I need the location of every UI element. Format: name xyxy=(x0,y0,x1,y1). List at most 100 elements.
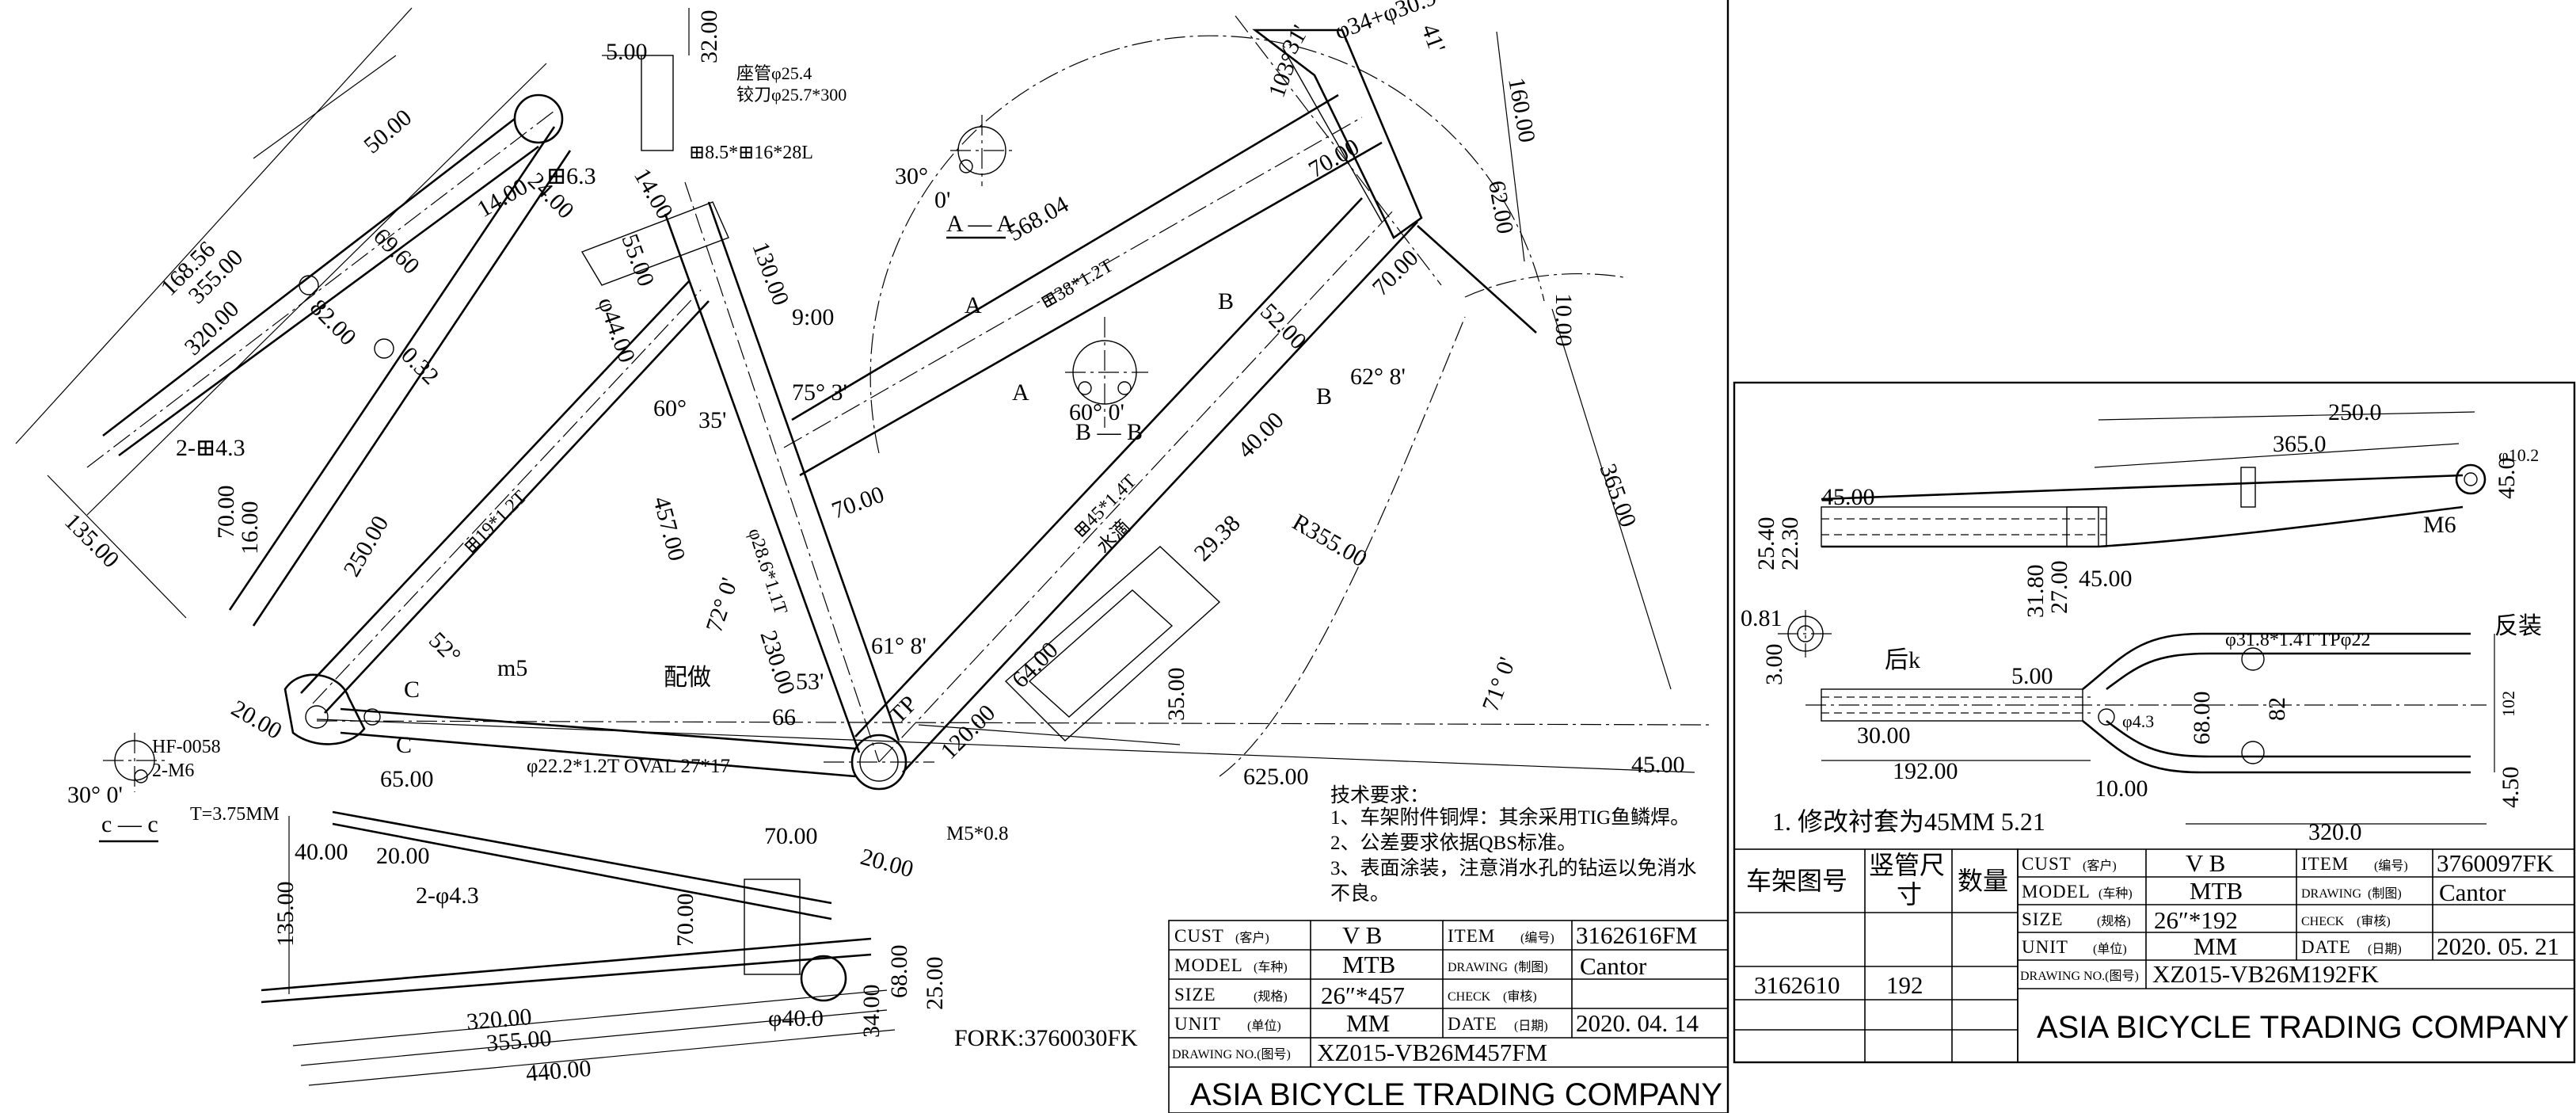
dim-70-c: 70.00 xyxy=(1304,134,1364,183)
parts-header-steerer-1: 竖管尺 xyxy=(1869,851,1945,879)
dim-20: 20.00 xyxy=(227,695,287,744)
fork-dim-45-a: 45.00 xyxy=(1821,484,1875,510)
bottle-cage-bracket xyxy=(1004,546,1221,741)
ftb-unit-value: MM xyxy=(2194,932,2237,960)
fork-label-m6: M6 xyxy=(2423,512,2456,538)
dim-34: 34.00 xyxy=(858,985,885,1039)
section-a-marker-2: A xyxy=(1012,379,1029,406)
ftb-unit-cn: (单位) xyxy=(2093,942,2127,956)
seat-stays xyxy=(300,280,710,714)
dim-16: 16.00 xyxy=(237,501,263,555)
label-m5: m5 xyxy=(497,655,527,681)
parts-header-frame-no: 车架图号 xyxy=(1746,867,1847,895)
dim-45: 45.00 xyxy=(1631,752,1685,778)
seat-post-detail xyxy=(602,8,690,151)
tb-cust-value: V B xyxy=(1342,921,1382,949)
ftb-date-label: DATE xyxy=(2301,937,2351,957)
ftb-cust-value: V B xyxy=(2186,849,2225,877)
tb-check-cn: (审核) xyxy=(1503,989,1537,1004)
dim-120: 120.00 xyxy=(936,699,1001,764)
ftb-check-label: CHECK xyxy=(2301,915,2345,928)
label-2-m6: 2-M6 xyxy=(152,760,194,781)
dim-440: 440.00 xyxy=(525,1055,592,1087)
fork-dim-dia-4-3: φ4.3 xyxy=(2122,711,2154,731)
dim-20-b: 20.00 xyxy=(376,843,430,869)
tube-spec-28-6: φ28.6*1.1T xyxy=(744,526,791,617)
tube-spec-38: ⊞38*1.2T xyxy=(1037,255,1117,313)
fork-dim-82: 82 xyxy=(2264,697,2290,721)
tube-spec-oval: φ22.2*1.2T OVAL 27*17 xyxy=(527,756,730,777)
ftb-item-value: 3760097FK xyxy=(2437,849,2555,877)
ftb-date-cn: (日期) xyxy=(2368,942,2402,956)
section-b-b-title: B — B xyxy=(1075,419,1143,445)
angle-60: 60° xyxy=(653,395,687,421)
fork-top-view xyxy=(1821,411,2487,548)
section-c-marker-1: C xyxy=(404,677,420,703)
frame-title-block: CUST (客户) V B ITEM (编号) 3162616FM MODEL … xyxy=(1168,920,1729,1113)
notes-line-1: 1、车架附件铜焊：其余采用TIG鱼鳞焊。 xyxy=(1330,806,1690,829)
dim-64: 64.00 xyxy=(1007,637,1064,693)
dim-70-vertical: 70.00 xyxy=(213,486,239,539)
fork-dim-45-b: 45.00 xyxy=(2079,566,2133,592)
dim-250: 250.00 xyxy=(338,512,394,581)
dim-62: 62.00 xyxy=(1483,178,1518,235)
angle-61-8: 61° 8' xyxy=(871,633,927,659)
rear-dropout xyxy=(283,673,381,745)
dim-5: 5.00 xyxy=(606,39,648,65)
tb-drawing-label: DRAWING xyxy=(1448,961,1508,974)
note-reamer: 铰刀φ25.7*300 xyxy=(736,85,847,105)
ftb-model-label: MODEL xyxy=(2022,882,2091,901)
frame-dimension-labels: 168.56 355.00 320.00 135.00 50.00 69.60 … xyxy=(59,0,1684,1087)
bottom-bracket xyxy=(824,734,934,791)
tb-size-cn: (规格) xyxy=(1254,989,1288,1004)
frame-drawing: 168.56 355.00 320.00 135.00 50.00 69.60 … xyxy=(15,0,1729,1113)
dim-65: 65.00 xyxy=(380,766,434,792)
dim-40: 40.00 xyxy=(1233,407,1289,463)
parts-header-qty: 数量 xyxy=(1958,867,2008,895)
tb-item-value: 3162616FM xyxy=(1576,921,1697,949)
dim-2-dia-4-3: 2-φ4.3 xyxy=(416,882,479,909)
fork-dim-320: 320.0 xyxy=(2308,819,2362,845)
ftb-model-cn: (车种) xyxy=(2098,886,2133,901)
fork-label-houk: 后k xyxy=(1885,647,1920,673)
tb-date-value: 2020. 04. 14 xyxy=(1576,1009,1699,1037)
angle-62-8: 62° 8' xyxy=(1350,364,1406,390)
label-peizuo: 配做 xyxy=(664,665,711,691)
parts-row1-steerer: 192 xyxy=(1886,971,1923,999)
label-hf-0058: HF-0058 xyxy=(152,737,221,757)
fork-dim-25-40: 25.40 xyxy=(1753,517,1779,571)
ftb-cust-label: CUST xyxy=(2022,854,2072,874)
ftb-drawing-cn: (制图) xyxy=(2368,886,2402,901)
fork-dim-22-30: 22.30 xyxy=(1777,517,1803,571)
parts-header-steerer-2: 寸 xyxy=(1897,880,1922,909)
chain-stay-flat-view xyxy=(261,810,896,1086)
ftb-cust-cn: (客户) xyxy=(2083,859,2117,873)
dim-14: 14.00 xyxy=(473,173,532,223)
tb-cust-label: CUST xyxy=(1174,926,1224,946)
parts-row1-frame-no: 3162610 xyxy=(1754,971,1840,999)
tb-size-value: 26″*457 xyxy=(1321,981,1405,1009)
dim-14-b: 14.00 xyxy=(629,164,678,223)
tb-item-cn: (编号) xyxy=(1520,931,1554,945)
dim-line-120 xyxy=(918,724,1181,745)
dim-230: 230.00 xyxy=(755,627,800,698)
r355-arc xyxy=(869,35,1545,454)
dim-dia-44: φ44.00 xyxy=(592,294,640,366)
tb-item-label: ITEM xyxy=(1448,926,1495,946)
tb-cust-cn: (客户) xyxy=(1235,931,1269,945)
dim-50: 50.00 xyxy=(359,105,417,159)
angle-41: 41' xyxy=(1416,21,1450,56)
tb-model-cn: (车种) xyxy=(1254,960,1288,974)
dim-10: 10.00 xyxy=(1551,293,1577,347)
top-tube xyxy=(783,93,1383,477)
notes-line-3: 3、表面涂装，注意消水孔的钻运以免消水 xyxy=(1330,857,1697,879)
ftb-check-cn: (审核) xyxy=(2357,914,2391,928)
dim-52: 52.00 xyxy=(1255,299,1311,355)
dim-25: 25.00 xyxy=(922,957,948,1011)
tb-drawno-value: XZ015-VB26M457FM xyxy=(1317,1039,1547,1066)
ftb-drawing-value: Cantor xyxy=(2439,879,2506,906)
tb-date-cn: (日期) xyxy=(1514,1019,1548,1033)
fork-dim-27: 27.00 xyxy=(2046,561,2072,615)
notes-title: 技术要求： xyxy=(1330,784,1429,806)
fork-dim-30: 30.00 xyxy=(1857,722,1911,749)
